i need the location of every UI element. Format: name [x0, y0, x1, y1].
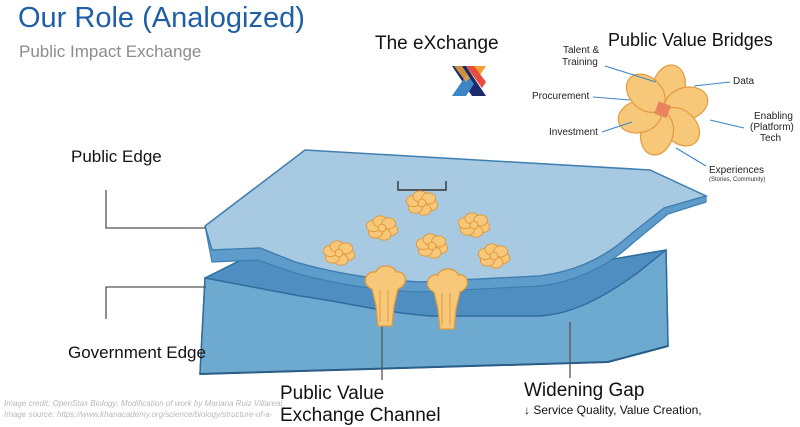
image-credit-line1: Image credit: OpenStax Biology; Modifica…	[4, 399, 285, 408]
image-credit-line2: Image source: https://www.khanacademy.or…	[4, 410, 273, 419]
bridge-talent-line2: Training	[562, 57, 598, 68]
bridge-enabling-line3: Tech	[760, 133, 782, 144]
bridge-procurement: Procurement	[532, 91, 590, 102]
public-value-bridges-flower	[617, 64, 709, 156]
government-edge-label: Government Edge	[68, 343, 206, 362]
bridge-investment: Investment	[549, 127, 598, 138]
bridges-title: Public Value Bridges	[608, 30, 773, 50]
exchange-label: The eXchange	[375, 33, 499, 54]
public-edge-label: Public Edge	[71, 147, 162, 166]
exchange-flower	[477, 243, 511, 269]
bridge-talent-line1: Talent &	[563, 45, 600, 56]
bridge-enabling-line1: Enabling	[754, 111, 793, 122]
slide-title: Our Role (Analogized)	[18, 2, 305, 34]
gap-title: Widening Gap	[524, 380, 645, 401]
bridge-enabling-line2: (Platform)	[750, 122, 794, 133]
exchange-channel	[364, 265, 406, 327]
gap-subtitle: ↓ Service Quality, Value Creation,	[524, 403, 702, 417]
channel-label-line1: Public Value	[280, 383, 385, 404]
exchange-flower	[365, 215, 399, 241]
exchange-logo	[452, 66, 486, 96]
slide-subtitle: Public Impact Exchange	[19, 42, 202, 61]
exchange-flower	[457, 212, 491, 238]
exchange-flower	[322, 240, 356, 266]
bridge-data: Data	[733, 76, 755, 87]
exchange-flower	[405, 190, 439, 216]
bridge-callouts	[592, 65, 745, 167]
channel-label-line2: Exchange Channel	[280, 405, 441, 426]
exchange-channel	[426, 268, 468, 330]
bridge-experiences-sub: (Stories, Community)	[709, 177, 766, 183]
pointer-lines	[105, 190, 571, 380]
bridge-experiences: Experiences	[709, 165, 765, 176]
exchange-flower	[415, 233, 449, 259]
